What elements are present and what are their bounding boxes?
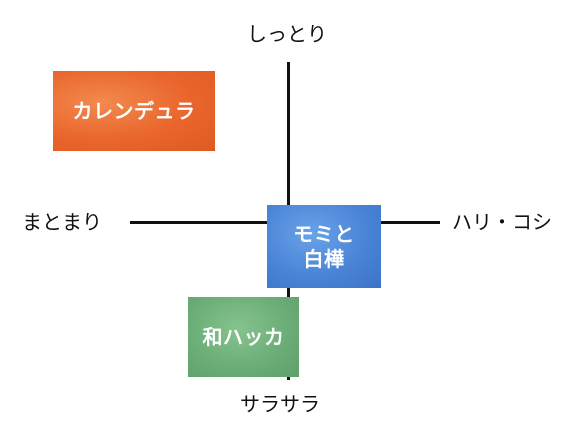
item-calendula: カレンデュラ bbox=[53, 71, 215, 151]
item-fir-birch: モミと 白樺 bbox=[267, 205, 381, 288]
item-fir-birch-line2: 白樺 bbox=[303, 246, 345, 271]
item-japanese-mint-label: 和ハッカ bbox=[202, 324, 285, 349]
item-fir-birch-line1: モミと bbox=[293, 221, 355, 246]
axis-label-top: しっとり bbox=[247, 22, 327, 46]
axis-label-right: ハリ・コシ bbox=[452, 210, 552, 234]
item-calendula-label: カレンデュラ bbox=[72, 98, 196, 123]
item-japanese-mint: 和ハッカ bbox=[188, 297, 299, 377]
axis-label-bottom: サラサラ bbox=[240, 392, 320, 416]
axis-label-left: まとまり bbox=[22, 210, 102, 234]
